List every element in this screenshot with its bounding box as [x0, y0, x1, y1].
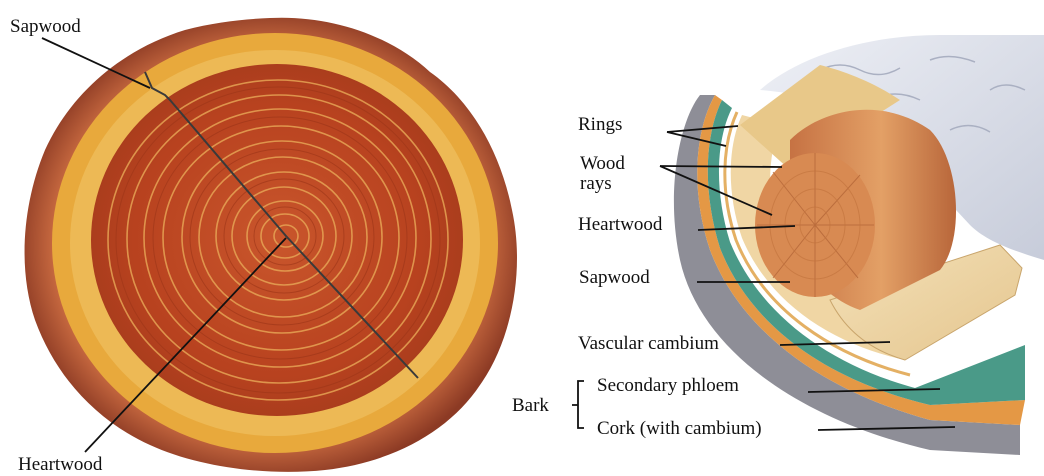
sapwood-label-right: Sapwood	[579, 267, 650, 288]
sapwood-label-left: Sapwood	[10, 16, 81, 37]
wood-rays-label-line2: rays	[580, 173, 612, 194]
bark-bracket	[572, 381, 584, 428]
heartwood-label-left: Heartwood	[18, 454, 102, 475]
bark-label: Bark	[512, 395, 549, 416]
log-cross-section	[25, 18, 517, 472]
heartwood-label-right: Heartwood	[578, 214, 662, 235]
secondary-phloem-label: Secondary phloem	[597, 375, 739, 396]
vascular-cambium-label: Vascular cambium	[578, 333, 719, 354]
wood-rays-label-line1: Wood	[580, 153, 625, 174]
cork-label: Cork (with cambium)	[597, 418, 762, 439]
rings-label: Rings	[578, 114, 622, 135]
